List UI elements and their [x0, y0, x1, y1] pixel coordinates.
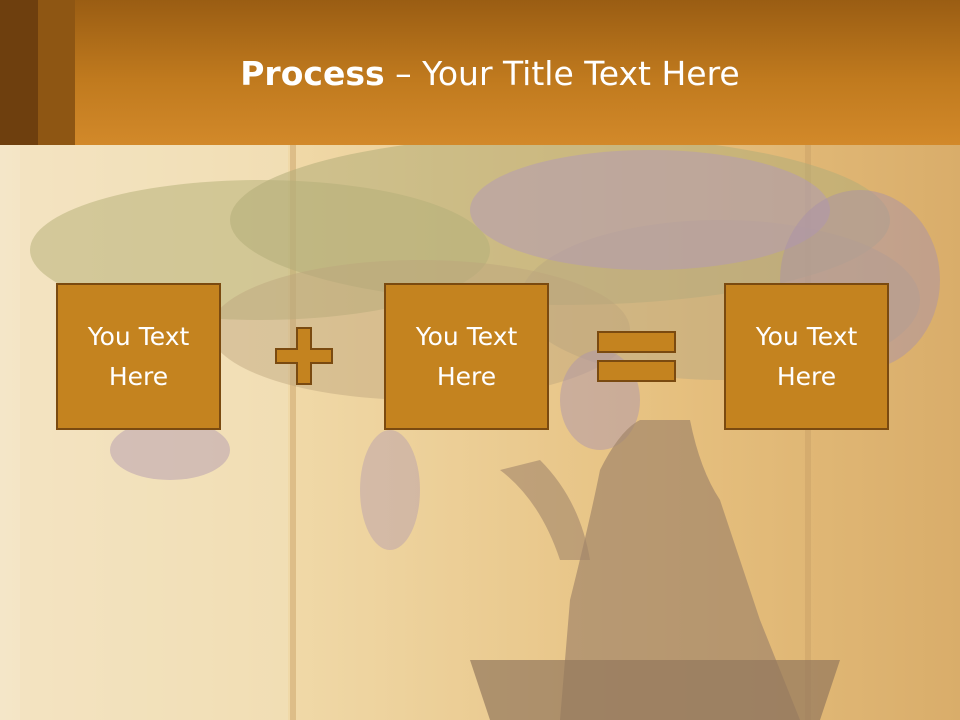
slide-title: Process – Your Title Text Here	[75, 52, 905, 96]
process-box-text: You Text Here	[87, 321, 190, 391]
plus-icon	[275, 327, 333, 385]
title-bar: Process – Your Title Text Here	[0, 0, 960, 145]
title-strong: Process	[240, 54, 385, 93]
process-box-text: You Text Here	[415, 321, 518, 391]
process-box-text: You Text Here	[755, 321, 858, 391]
title-rest: Your Title Text Here	[422, 54, 740, 93]
process-box[interactable]: You Text Here	[384, 283, 549, 430]
title-separator: –	[384, 54, 423, 93]
process-box[interactable]: You Text Here	[724, 283, 889, 430]
header-accent-strip	[0, 0, 38, 145]
process-box[interactable]: You Text Here	[56, 283, 221, 430]
header-accent-strip	[38, 0, 75, 145]
equals-icon	[597, 331, 676, 382]
